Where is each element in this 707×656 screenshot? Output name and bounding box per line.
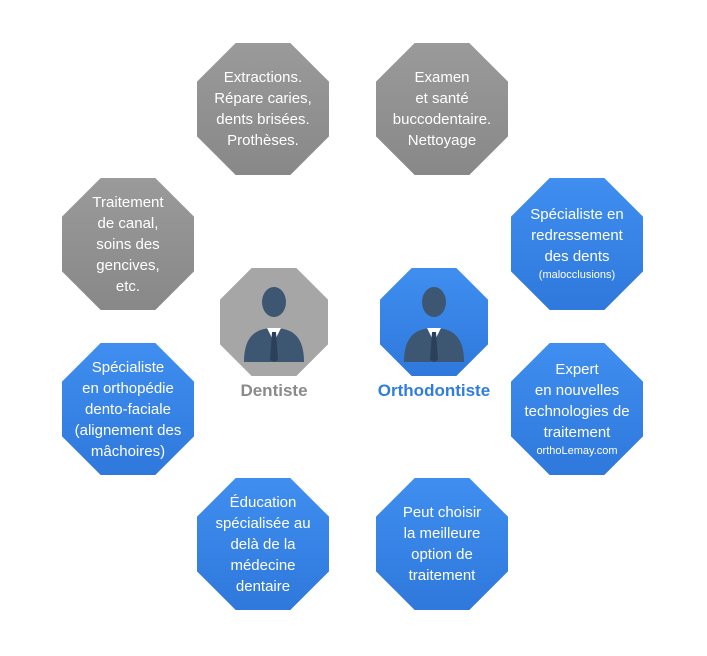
dentist-service-root-canal: Traitement de canal, soins des gencives,… <box>62 178 194 310</box>
orthodontist-skill-straightening: Spécialiste en redressement des dents (m… <box>511 178 643 310</box>
octagon-text: Éducation spécialisée au delà de la méde… <box>215 493 311 595</box>
dentist-label: Dentiste <box>240 381 308 400</box>
octagon-text: Spécialiste en redressement des dents (m… <box>530 206 624 281</box>
person-icon <box>404 287 464 362</box>
website-credit: orthoLemay.com <box>536 444 618 457</box>
octagon-text: Expert en nouvelles technologies de trai… <box>516 359 637 460</box>
dentist-service-exam: Examen et santé buccodentaire. Nettoyage <box>376 43 508 175</box>
dentist-avatar <box>220 268 328 376</box>
orthodontist-skill-technology: Expert en nouvelles technologies de trai… <box>511 343 643 475</box>
orthodontist-skill-treatment-choice: Peut choisir la meilleure option de trai… <box>376 478 508 610</box>
octagon-text: Examen et santé buccodentaire. Nettoyage <box>392 69 492 149</box>
person-icon <box>244 287 304 362</box>
orthodontist-avatar <box>380 268 488 376</box>
octagon-text: Extractions. Répare caries, dents brisée… <box>214 69 312 149</box>
octagon-text: Traitement de canal, soins des gencives,… <box>92 193 164 295</box>
octagon-text: Peut choisir la meilleure option de trai… <box>402 504 482 584</box>
octagon-text: Spécialiste en orthopédie dento-faciale … <box>74 358 182 460</box>
orthodontist-skill-orthopedics: Spécialiste en orthopédie dento-faciale … <box>62 343 194 475</box>
orthodontist-skill-education: Éducation spécialisée au delà de la méde… <box>197 478 329 610</box>
orthodontist-label: Orthodontiste <box>377 381 491 400</box>
dentist-service-extractions: Extractions. Répare caries, dents brisée… <box>197 43 329 175</box>
